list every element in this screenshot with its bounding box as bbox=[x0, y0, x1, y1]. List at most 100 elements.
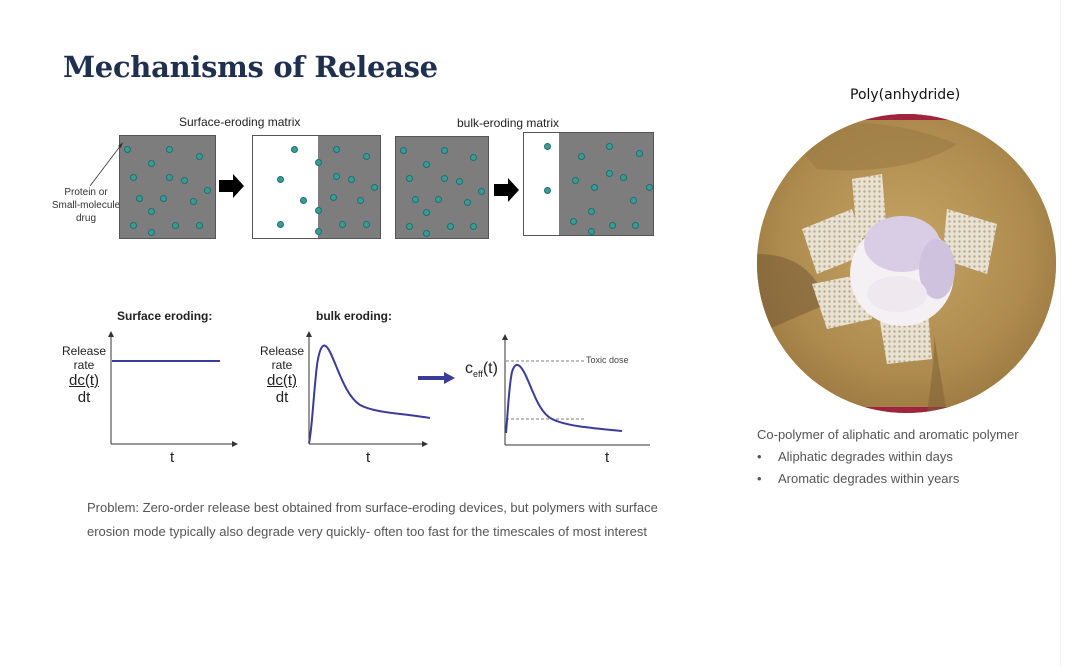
drug-particle bbox=[130, 174, 137, 181]
transition-arrow-icon bbox=[219, 174, 244, 198]
surface-plot-y-label: Release rate dc(t) dt bbox=[56, 344, 112, 406]
drug-particle bbox=[630, 197, 637, 204]
drug-particle bbox=[277, 221, 284, 228]
drug-particle bbox=[646, 184, 653, 191]
implant-illustration bbox=[757, 114, 1056, 413]
ceff-subscript: eff bbox=[473, 369, 483, 380]
drug-particle bbox=[363, 221, 370, 228]
list-item: • Aliphatic degrades within days bbox=[757, 446, 1019, 468]
drug-particle bbox=[190, 198, 197, 205]
bulk-plot-axes bbox=[306, 331, 428, 447]
drug-particle bbox=[464, 199, 471, 206]
drug-particle bbox=[181, 177, 188, 184]
drug-particle bbox=[315, 159, 322, 166]
drug-particle bbox=[315, 228, 322, 235]
polymer-heading: Poly(anhydride) bbox=[850, 87, 961, 103]
bulk-matrix-initial bbox=[395, 136, 489, 239]
polymer-description: Co-polymer of aliphatic and aromatic pol… bbox=[757, 424, 1019, 490]
drug-particle bbox=[166, 146, 173, 153]
polyanhydride-implant-photo bbox=[757, 114, 1056, 413]
drug-particle bbox=[400, 147, 407, 154]
drug-particle bbox=[591, 184, 598, 191]
drug-particle bbox=[456, 178, 463, 185]
drug-particle bbox=[148, 208, 155, 215]
y-label-denominator: dt bbox=[77, 389, 91, 406]
drug-particle bbox=[204, 187, 211, 194]
problem-statement: Problem: Zero-order release best obtaine… bbox=[87, 500, 658, 539]
bullet-icon: • bbox=[757, 449, 762, 464]
y-label-line: Release bbox=[61, 344, 107, 358]
drug-particle bbox=[363, 153, 370, 160]
bullet-icon: • bbox=[757, 471, 762, 486]
page-edge-divider bbox=[1060, 0, 1061, 667]
eroded-region bbox=[524, 133, 559, 235]
toxic-dose-label: Toxic dose bbox=[586, 355, 629, 365]
drug-particle bbox=[148, 229, 155, 236]
eroded-region bbox=[253, 136, 318, 238]
y-label-line: rate bbox=[73, 358, 95, 372]
drug-particle bbox=[333, 146, 340, 153]
list-item-text: Aromatic degrades within years bbox=[778, 471, 960, 486]
result-arrow-icon bbox=[418, 372, 455, 384]
drug-particle bbox=[130, 222, 137, 229]
drug-particle bbox=[277, 176, 284, 183]
description-text: Co-polymer of aliphatic and aromatic pol… bbox=[757, 427, 1019, 442]
drug-particle bbox=[544, 187, 551, 194]
drug-particle bbox=[423, 161, 430, 168]
bulk-plot-x-label: t bbox=[366, 449, 371, 466]
drug-particle bbox=[470, 154, 477, 161]
surface-eroding-plot-title: Surface eroding: bbox=[117, 309, 213, 323]
drug-particle bbox=[371, 184, 378, 191]
drug-particle bbox=[578, 153, 585, 160]
drug-particle bbox=[196, 153, 203, 160]
drug-particle bbox=[357, 197, 364, 204]
drug-particle bbox=[636, 150, 643, 157]
drug-particle bbox=[160, 195, 167, 202]
drug-pointer-arrow bbox=[89, 142, 123, 187]
drug-particle bbox=[348, 176, 355, 183]
drug-label-line: Protein or bbox=[64, 187, 108, 198]
drug-particle bbox=[333, 173, 340, 180]
property-list: • Aliphatic degrades within days • Aromati… bbox=[757, 446, 1019, 490]
drug-particle bbox=[124, 146, 131, 153]
ceff-symbol: c bbox=[465, 360, 473, 377]
drug-particle bbox=[606, 170, 613, 177]
drug-particle bbox=[544, 143, 551, 150]
drug-particle bbox=[620, 174, 627, 181]
surface-plot-axes bbox=[108, 331, 238, 447]
ceff-argument: (t) bbox=[482, 360, 498, 377]
release-plots-svg bbox=[108, 331, 650, 447]
transition-arrow-icon bbox=[494, 178, 519, 202]
drug-particle bbox=[441, 147, 448, 154]
drug-particle bbox=[470, 223, 477, 230]
drug-particle bbox=[478, 188, 485, 195]
drug-particle bbox=[588, 228, 595, 235]
y-label-numerator: dc(t) bbox=[267, 372, 297, 389]
drug-particle bbox=[339, 221, 346, 228]
drug-particle bbox=[423, 209, 430, 216]
list-item: • Aromatic degrades within years bbox=[757, 468, 1019, 490]
drug-particle bbox=[423, 230, 430, 237]
drug-particle bbox=[196, 222, 203, 229]
drug-particle bbox=[412, 196, 419, 203]
concentration-curve bbox=[505, 363, 623, 434]
list-item-text: Aliphatic degrades within days bbox=[778, 449, 953, 464]
ceff-y-label: ceff(t) bbox=[465, 360, 498, 379]
y-label-denominator: dt bbox=[275, 389, 289, 406]
surface-matrix-eroded bbox=[252, 135, 381, 239]
drug-particle bbox=[435, 196, 442, 203]
drug-particle bbox=[406, 175, 413, 182]
bulk-plot-y-label: Release rate dc(t) dt bbox=[254, 344, 310, 406]
drug-particle bbox=[572, 177, 579, 184]
drug-label: Protein or Small-molecule drug bbox=[48, 186, 124, 225]
surface-plot-x-label: t bbox=[170, 449, 175, 466]
y-label-line: Release bbox=[259, 344, 305, 358]
drug-particle bbox=[148, 160, 155, 167]
drug-particle bbox=[588, 208, 595, 215]
drug-particle bbox=[447, 223, 454, 230]
drug-particle bbox=[441, 175, 448, 182]
drug-particle bbox=[172, 222, 179, 229]
bulk-release-curve bbox=[308, 344, 431, 444]
bulk-eroding-plot-title: bulk eroding: bbox=[316, 309, 392, 323]
drug-particle bbox=[632, 222, 639, 229]
